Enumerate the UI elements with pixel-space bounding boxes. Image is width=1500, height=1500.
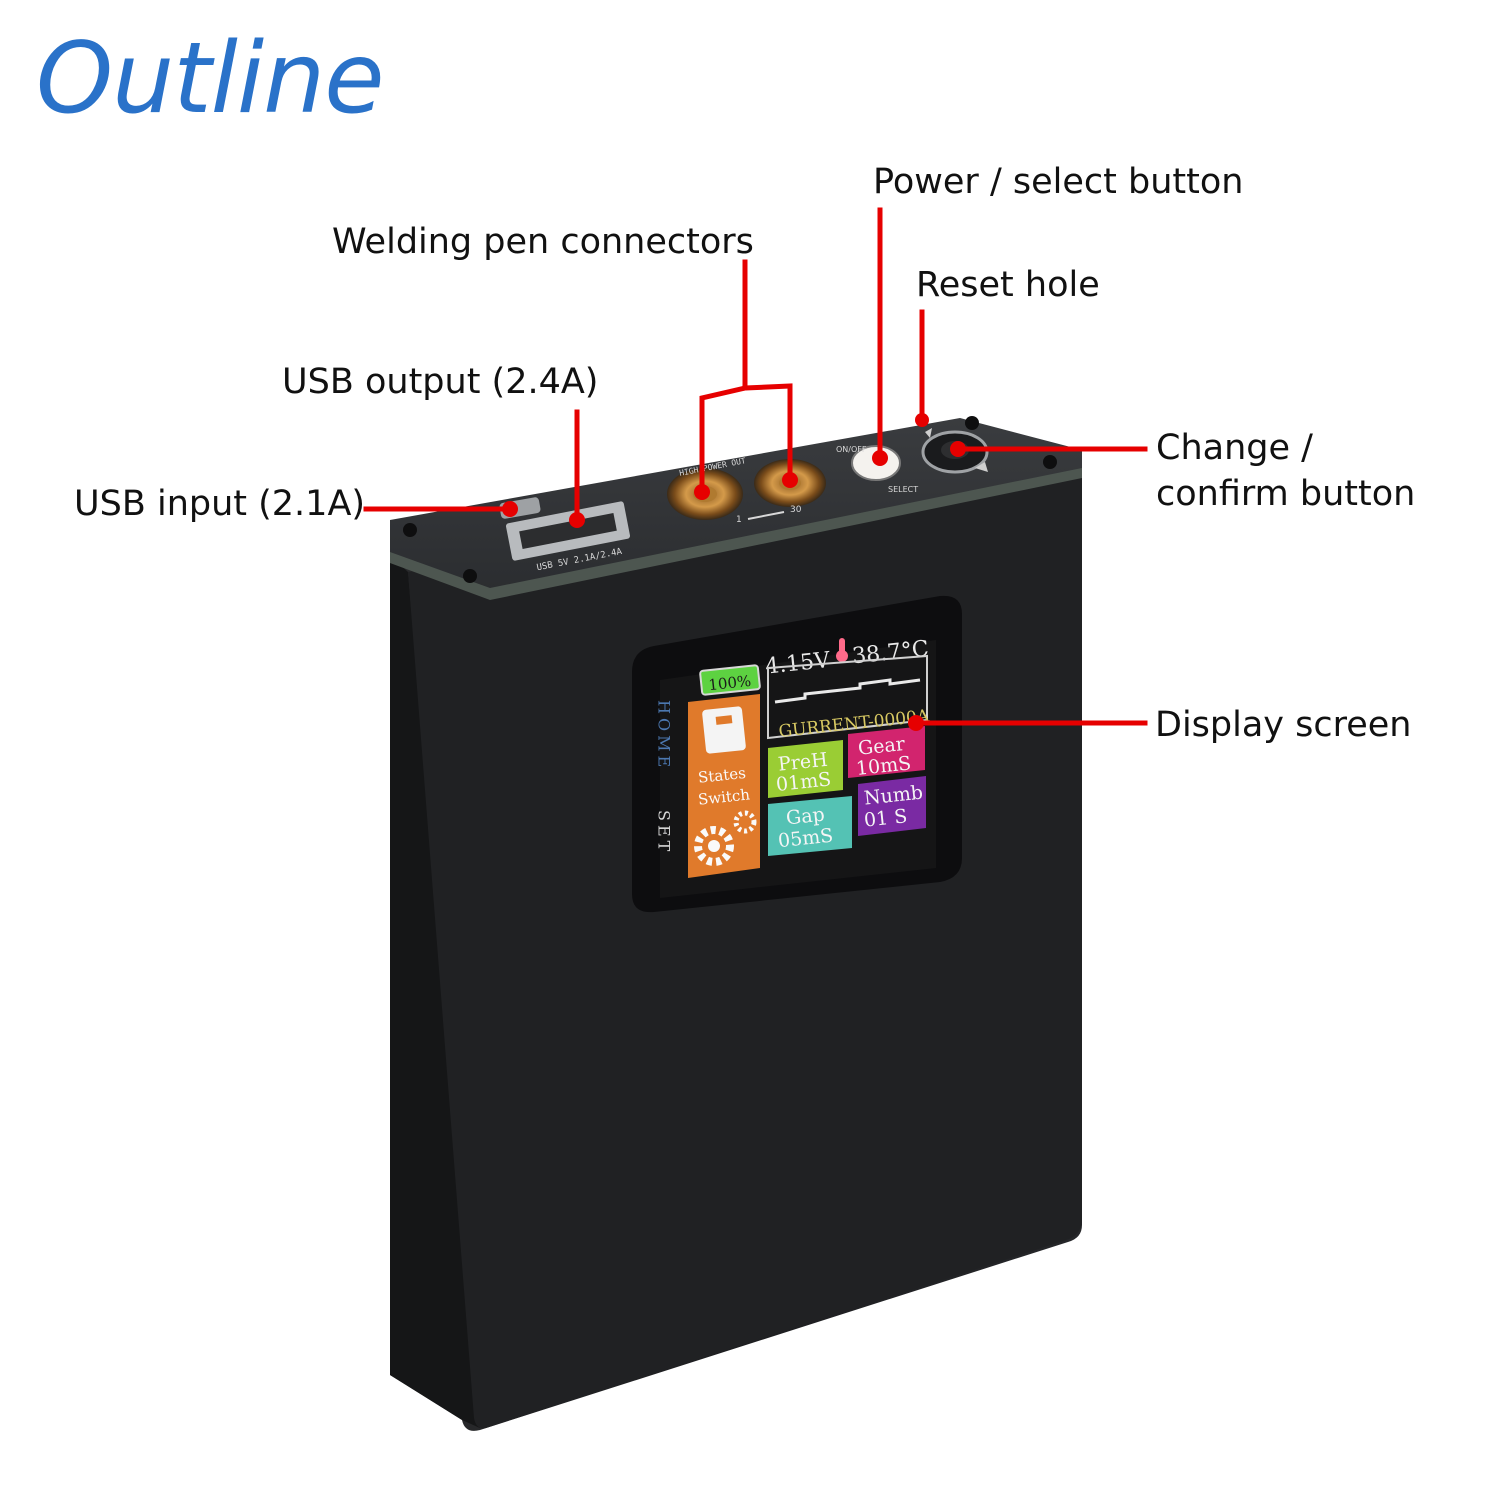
side-set-label: SET: [655, 810, 674, 855]
arrow-icon: [925, 428, 932, 438]
on-off-marking: ON/OFF: [836, 445, 867, 454]
screw-icon: [965, 416, 979, 430]
scale-min: 1: [736, 515, 742, 525]
tile-switch-label: Switch: [697, 785, 751, 808]
usb-stick-icon: [702, 706, 746, 754]
callout-power-select-label: Power / select button: [873, 162, 1244, 202]
select-marking: SELECT: [888, 485, 918, 494]
tile-gap-label: Gap: [785, 804, 826, 830]
battery-badge: [699, 664, 761, 696]
gear-icon: [694, 826, 734, 866]
battery-value: 100%: [707, 672, 752, 694]
current-panel: [767, 654, 928, 740]
callout-reset-hole-label: Reset hole: [916, 265, 1100, 305]
tile-numb-value: 01 S: [863, 805, 908, 831]
svg-text:HOME: HOME: [655, 700, 674, 771]
gear-icon: [733, 810, 757, 834]
tile-states-label: States: [697, 764, 746, 787]
tile-preh[interactable]: [768, 740, 843, 798]
tile-numb[interactable]: [858, 776, 926, 836]
scale-max: 30: [790, 505, 802, 515]
callout-welding-pen-branch: [742, 383, 793, 483]
thermometer-icon: [836, 650, 848, 662]
arrow-icon: [975, 462, 988, 472]
tile-gear-label: Gear: [857, 733, 907, 760]
screw-icon: [403, 523, 417, 537]
tile-preh-label: PreH: [777, 749, 829, 776]
screw-icon: [463, 569, 477, 583]
callout-usb-input-label: USB input (2.1A): [74, 484, 366, 524]
screw-icon: [1043, 455, 1057, 469]
device-left-edge: [390, 555, 480, 1428]
callout-change-confirm-label-1: Change /: [1156, 428, 1313, 468]
callout-welding-pen-line: [699, 259, 748, 493]
page-title: Outline: [36, 22, 385, 136]
callout-lines: [363, 207, 1148, 726]
callout-change-confirm-label-2: confirm button: [1156, 474, 1416, 514]
callout-display-screen-label: Display screen: [1155, 705, 1412, 745]
callout-dots: [502, 413, 966, 731]
device-top-rim: [390, 468, 1082, 600]
device-front-face: [408, 472, 1082, 1429]
callout-welding-pen-label: Welding pen connectors: [332, 222, 754, 262]
tile-gap[interactable]: [768, 796, 852, 856]
callout-usb-output-label: USB output (2.4A): [282, 362, 599, 402]
tile-gear[interactable]: [848, 726, 925, 778]
current-waveform: [774, 678, 921, 704]
side-home-label: HOME: [655, 700, 674, 771]
svg-text:SET: SET: [655, 810, 674, 855]
